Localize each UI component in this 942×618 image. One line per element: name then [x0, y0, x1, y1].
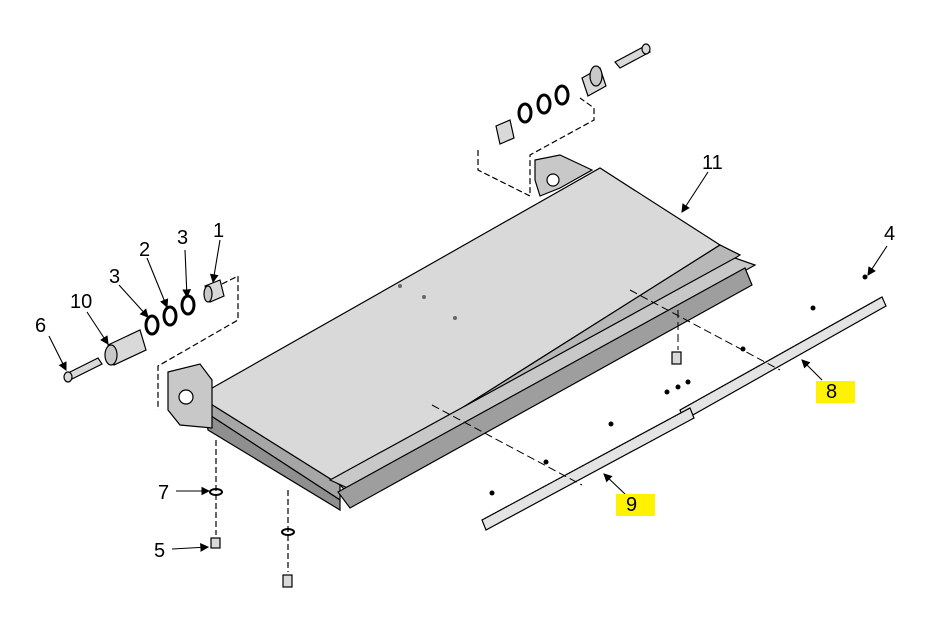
callout-5: 5: [154, 540, 166, 562]
callout-7: 7: [158, 482, 170, 504]
set-screws: [489, 274, 868, 496]
top-hardware-stack: [477, 43, 651, 197]
callout-3-lower: 3: [109, 266, 121, 288]
callout-4: 4: [884, 223, 896, 245]
callout-1: 1: [213, 220, 225, 242]
table-assembly: [167, 154, 757, 512]
callout-2: 2: [139, 239, 151, 261]
bottom-fasteners: [209, 351, 682, 588]
callout-9: 9: [616, 494, 656, 516]
gib-strip-9: [481, 407, 695, 531]
callout-3-upper: 3: [177, 227, 189, 249]
callout-11: 11: [702, 152, 723, 174]
leader-lines: [48, 171, 888, 552]
alignment-lines: [431, 289, 781, 486]
callout-8: 8: [816, 381, 856, 403]
callout-10: 10: [70, 291, 93, 313]
callout-6: 6: [35, 315, 47, 337]
